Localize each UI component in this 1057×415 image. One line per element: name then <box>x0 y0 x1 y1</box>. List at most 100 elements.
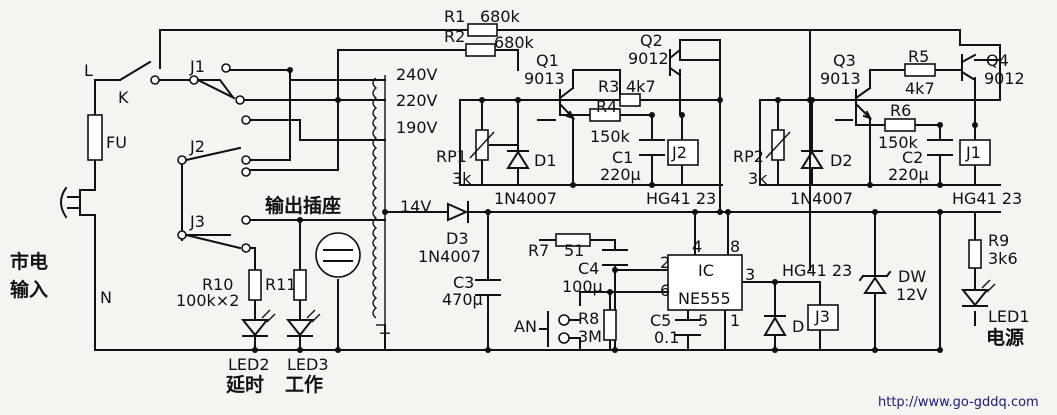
label-relay-J2: J2 <box>671 143 687 162</box>
label-R3-val: 4k7 <box>626 77 656 96</box>
label-pin8: 8 <box>730 237 740 256</box>
label-mains-1: 市电 <box>10 250 48 273</box>
label-relay-model-2: HG41 23 <box>952 189 1022 208</box>
label-R2-val: 680k <box>494 33 535 52</box>
label-J1: J1 <box>189 57 205 76</box>
label-R8: R8 <box>578 309 599 328</box>
label-LED2: LED2 <box>228 355 270 374</box>
pushbutton-an <box>539 311 570 347</box>
label-J2: J2 <box>189 137 205 156</box>
switch-k <box>94 60 160 85</box>
label-relay-model-3: HG41 23 <box>782 261 852 280</box>
relay-coil-j1 <box>959 139 991 166</box>
resistor-r10 <box>248 269 262 301</box>
label-pin1: 1 <box>730 311 740 330</box>
wiring <box>94 29 1001 351</box>
label-C4: C4 <box>578 259 599 278</box>
transistor-q2 <box>668 48 682 77</box>
output-socket-symbol <box>315 232 361 278</box>
label-pin5: 5 <box>698 311 708 330</box>
label-C3: C3 <box>453 273 474 292</box>
label-C3-val: 470μ <box>442 290 483 309</box>
label-Q3-type: 9013 <box>820 69 861 88</box>
label-pin3: 3 <box>745 265 755 284</box>
relay-coil-j3 <box>807 304 839 331</box>
label-Q1-type: 9013 <box>524 69 565 88</box>
label-Q4-type: 9012 <box>984 69 1025 88</box>
resistor-r7 <box>555 233 591 247</box>
transistor-q4 <box>960 53 977 82</box>
label-mains-2: 输入 <box>10 278 48 301</box>
label-LED1-cn: 电源 <box>986 326 1024 349</box>
label-RP2-val: 3k <box>748 169 768 188</box>
label-R4: R4 <box>596 97 617 116</box>
transistor-q3 <box>854 86 872 120</box>
label-relay-model-1: HG41 23 <box>646 189 716 208</box>
label-DW: DW <box>898 267 926 286</box>
label-D: D <box>792 317 804 336</box>
label-R2: R2 <box>444 27 465 46</box>
capacitor-c5 <box>675 319 701 336</box>
transformer <box>372 75 386 326</box>
transistor-q1 <box>558 86 575 120</box>
relay-contact-j1 <box>189 63 251 125</box>
label-C1-val: 220μ <box>600 165 641 184</box>
resistor-r8 <box>603 309 617 341</box>
label-K: K <box>118 88 129 107</box>
label-C2: C2 <box>902 148 923 167</box>
ic-ne555 <box>667 254 743 311</box>
relay-contact-j3 <box>177 215 251 253</box>
resistor-r3 <box>619 93 641 107</box>
label-C4-val: 100μ <box>562 277 603 296</box>
label-RP2: RP2 <box>733 147 764 166</box>
label-diode-model-2: 1N4007 <box>790 189 853 208</box>
label-output-socket: 输出插座 <box>265 194 341 217</box>
label-FU: FU <box>106 133 127 152</box>
resistor-r2 <box>465 43 496 57</box>
label-C5: C5 <box>650 311 671 330</box>
label-R11: R11 <box>265 275 296 294</box>
diode-d <box>763 315 787 336</box>
label-LED3-cn: 工作 <box>285 373 323 396</box>
label-C1: C1 <box>612 148 633 167</box>
label-D2: D2 <box>830 151 853 170</box>
label-14V: 14V <box>400 197 431 216</box>
label-LED1: LED1 <box>988 307 1030 326</box>
diode-d3 <box>447 201 469 223</box>
labels: L K FU N 市电 输入 J1 J2 J3 R1 680k R2 680k … <box>10 7 1039 410</box>
label-220V: 220V <box>396 91 438 110</box>
label-R10-val: 100k×2 <box>176 291 239 310</box>
capacitor-c2 <box>927 139 953 156</box>
label-N: N <box>100 288 112 307</box>
label-R4-val: 150k <box>590 127 631 146</box>
label-R1-val: 680k <box>480 7 521 26</box>
label-R3: R3 <box>598 77 619 96</box>
label-ic-name: IC <box>698 261 714 280</box>
label-C2-val: 220μ <box>888 165 929 184</box>
label-ic-model: NE555 <box>678 289 731 308</box>
label-relay-J1: J1 <box>965 143 981 162</box>
label-R9: R9 <box>988 231 1009 250</box>
label-190V: 190V <box>396 118 438 137</box>
label-Q3: Q3 <box>833 51 856 70</box>
capacitor-c4 <box>602 249 628 266</box>
led2 <box>240 309 276 337</box>
fuse-fu <box>87 114 103 161</box>
label-R7-val: 51 <box>564 241 584 260</box>
label-R7: R7 <box>528 241 549 260</box>
led3 <box>285 309 321 337</box>
label-DW-val: 12V <box>896 285 927 304</box>
label-Q1: Q1 <box>536 51 559 70</box>
resistor-r5 <box>904 63 936 77</box>
label-Q2-type: 9012 <box>628 49 669 68</box>
label-R5-val: 4k7 <box>905 79 935 98</box>
label-C5-val: 0.1 <box>654 328 679 347</box>
potentiometer-rp1 <box>469 129 497 161</box>
label-AN: AN <box>514 317 537 336</box>
label-R6-val: 150k <box>878 133 919 152</box>
potentiometer-rp2 <box>765 129 791 161</box>
capacitor-c1 <box>639 139 665 156</box>
junction-dots <box>252 67 978 353</box>
relay-coil-j2 <box>667 139 699 166</box>
